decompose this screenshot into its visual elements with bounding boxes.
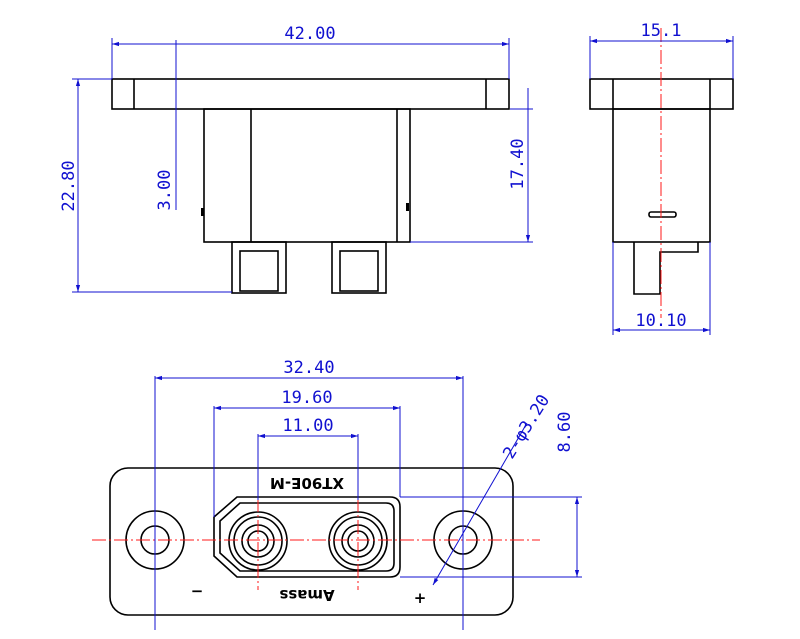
- negative-marking: −: [191, 582, 204, 600]
- model-marking: XT90E-M: [270, 474, 344, 492]
- side-latch: [648, 211, 677, 218]
- dim-front-body-height: 17.40: [508, 138, 528, 189]
- bottom-dimensions: 32.40 19.60 11.00 2-φ3.20 8.60: [154, 358, 582, 630]
- side-view: [589, 28, 734, 318]
- front-pin-left-inner: [239, 250, 279, 292]
- side-dimensions: 15.1 10.10: [589, 21, 734, 335]
- front-body: [203, 108, 411, 243]
- front-latch-right: [406, 203, 409, 211]
- dim-side-flange-width: 15.1: [641, 21, 682, 41]
- front-view: [111, 78, 510, 294]
- side-body: [612, 108, 711, 243]
- dim-bottom-hole-pitch: 32.40: [283, 358, 334, 378]
- dim-line-hole-diameter: [432, 422, 528, 586]
- bottom-flange: [109, 467, 514, 616]
- side-pin: [633, 242, 699, 295]
- dim-pocket-height: 8.60: [555, 412, 575, 453]
- dim-front-total-height: 22.80: [59, 160, 79, 211]
- front-pin-right-inner: [339, 250, 379, 292]
- front-latch-left: [201, 208, 204, 216]
- bottom-pocket-inner: [219, 502, 395, 572]
- dim-side-body-depth: 10.10: [635, 311, 686, 331]
- dim-front-width: 42.00: [284, 24, 335, 44]
- dim-bottom-pin-pitch: 11.00: [282, 416, 333, 436]
- front-flange: [111, 78, 510, 110]
- positive-marking: +: [414, 589, 427, 607]
- front-dimensions: 42.00 22.80 3.00 17.40: [59, 24, 533, 293]
- dim-mount-hole-spec: 2-φ3.20: [499, 391, 554, 462]
- dim-front-flange-offset: 3.00: [155, 170, 175, 211]
- front-pin-right: [331, 241, 387, 294]
- front-pin-left: [231, 241, 287, 294]
- bottom-pocket: [213, 496, 401, 578]
- bottom-view: XT90E-M Amass − +: [92, 467, 540, 616]
- dim-bottom-pocket-width: 19.60: [281, 388, 332, 408]
- brand-marking: Amass: [279, 586, 334, 604]
